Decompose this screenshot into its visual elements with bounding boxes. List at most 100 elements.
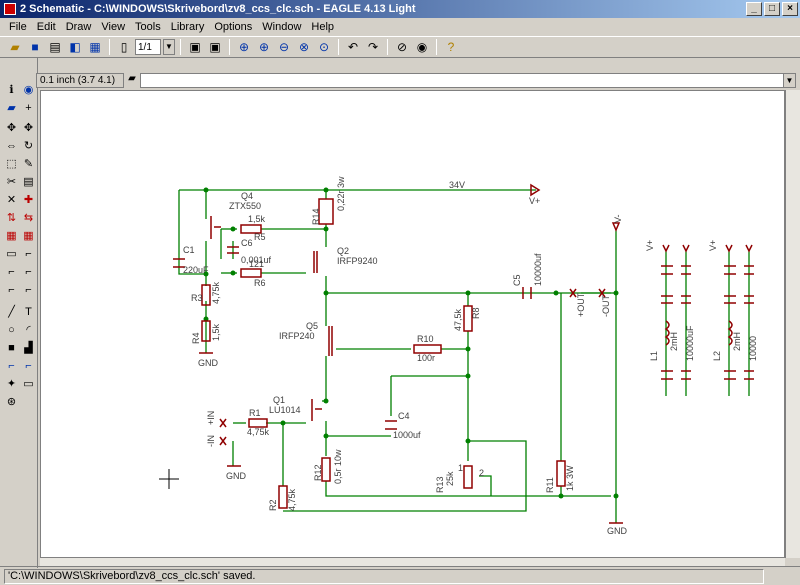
name-icon[interactable]: ▦	[23, 230, 34, 242]
add-icon[interactable]: ✚	[23, 194, 34, 206]
label-icon[interactable]: ▭	[23, 378, 34, 390]
vplus-l1: V+	[645, 240, 655, 251]
r5-value: 1,5k	[248, 214, 266, 224]
menu-bar: File Edit Draw View Tools Library Option…	[0, 18, 800, 36]
toolbar-separator	[387, 39, 388, 55]
mirror-icon[interactable]: ⇔	[6, 139, 17, 152]
maximize-button[interactable]: □	[764, 2, 780, 16]
net-icon[interactable]: ⌐	[25, 359, 32, 372]
r1-label: R1	[249, 408, 261, 418]
zoom-select-icon[interactable]: ⊙	[318, 40, 330, 54]
delete-icon[interactable]: ✕	[6, 194, 17, 206]
menu-draw[interactable]: Draw	[65, 21, 92, 33]
l1-value: 2mH	[669, 332, 679, 351]
toolbar-separator	[109, 39, 110, 55]
zoom-out-icon[interactable]: ⊖	[278, 40, 290, 54]
c4-value: 1000uf	[393, 430, 421, 440]
junction-icon[interactable]: ✦	[6, 378, 17, 390]
board-icon[interactable]: ▦	[89, 40, 101, 54]
vplus-l2: V+	[708, 240, 718, 251]
r14-value: 0,22r 3w	[336, 176, 346, 211]
command-input[interactable]	[140, 73, 796, 88]
menu-library[interactable]: Library	[170, 21, 205, 33]
polygon-icon[interactable]: ▟	[24, 342, 33, 354]
bus-icon[interactable]: ⌐	[8, 359, 15, 372]
change-icon[interactable]: ✎	[23, 158, 34, 170]
erc-icon[interactable]: ⊛	[6, 396, 17, 408]
r3-value: 4,75k	[211, 281, 221, 304]
app-icon	[4, 3, 16, 15]
toolbar-separator	[180, 39, 181, 55]
vminus-label: V-	[613, 214, 623, 223]
minimize-button[interactable]: _	[746, 2, 762, 16]
c6-value: 0,001uf	[241, 255, 272, 265]
menu-file[interactable]: File	[9, 21, 27, 33]
help-icon[interactable]: ?	[447, 40, 455, 54]
save-icon[interactable]: ■	[31, 40, 39, 54]
cam-icon[interactable]: ◧	[69, 40, 81, 54]
sheet-select[interactable]: 1/1	[135, 39, 161, 55]
wire-icon[interactable]: ╱	[8, 306, 15, 318]
show-icon[interactable]: ◉	[23, 84, 34, 96]
rect-icon[interactable]: ■	[8, 341, 15, 354]
menu-window[interactable]: Window	[262, 21, 302, 33]
script-icon[interactable]: ▣	[189, 40, 201, 54]
optimize-icon[interactable]: ⌐	[25, 283, 32, 296]
menu-edit[interactable]: Edit	[36, 21, 56, 33]
zoom-redraw-icon[interactable]: ⊗	[298, 40, 310, 54]
move-icon[interactable]: ✥	[6, 122, 17, 134]
r13-label: R13	[435, 476, 445, 493]
menu-view[interactable]: View	[101, 21, 126, 33]
pinswap-icon[interactable]: ⇅	[6, 212, 17, 224]
cut-icon[interactable]: ✂	[6, 176, 17, 188]
r13-pin2: 2	[479, 468, 484, 478]
gateswap-icon[interactable]: ⇆	[23, 212, 34, 224]
paste-icon[interactable]: ▤	[23, 176, 34, 188]
mark-icon[interactable]: +	[25, 101, 32, 114]
invoke-icon[interactable]: ⌐	[8, 283, 15, 296]
tool-palette: ℹ ◉ ▰ + ✥ ✥ ⇔ ↻ ⬚ ✎ ✂ ▤ ✕ ✚ ⇅ ⇆ ▦ ▦ ▭ ⌐ ⌐ ⌐ ⌐ ⌐ ╱ T ○…	[2, 58, 38, 568]
vplus-label: V+	[529, 196, 540, 206]
vertical-scrollbar[interactable]	[785, 90, 800, 558]
r3-label: R3	[191, 293, 203, 303]
rotate-icon[interactable]: ↻	[23, 140, 34, 152]
smash-icon[interactable]: ⌐	[25, 247, 32, 260]
close-button[interactable]: ×	[782, 2, 798, 16]
miter-icon[interactable]: ⌐	[25, 265, 32, 278]
ulp-icon[interactable]: ▣	[209, 40, 221, 54]
zoom-in-icon[interactable]: ⊕	[258, 40, 270, 54]
sheet-icon[interactable]: ▯	[120, 40, 128, 54]
r2-value: 4,75k	[287, 488, 297, 511]
open-icon[interactable]: ▰	[10, 40, 20, 54]
schematic-canvas[interactable]: 34V V+ V- Q4 ZTX550 1,5k R5 R14 0,22r 3w…	[40, 90, 785, 558]
undo-icon[interactable]: ↶	[347, 40, 359, 54]
copy-icon[interactable]: ✥	[23, 122, 34, 134]
r4-value: 1,5k	[211, 323, 221, 341]
value-icon[interactable]: ▭	[6, 248, 17, 260]
l2-value: 2mH	[732, 332, 742, 351]
replace-icon[interactable]: ▦	[6, 230, 17, 242]
chevron-down-icon[interactable]: ▼	[783, 73, 796, 88]
group-icon[interactable]: ⬚	[6, 158, 17, 170]
chevron-down-icon[interactable]: ▼	[163, 39, 175, 55]
circle-icon[interactable]: ○	[8, 323, 15, 336]
info-icon[interactable]: ℹ	[9, 84, 14, 96]
out-minus-label: -OUT	[601, 295, 611, 317]
menu-help[interactable]: Help	[311, 21, 335, 33]
gnd-label-in: GND	[226, 471, 247, 481]
go-icon[interactable]: ◉	[416, 40, 428, 54]
in-plus-label: +IN	[206, 411, 216, 425]
menu-tools[interactable]: Tools	[135, 21, 161, 33]
text-icon[interactable]: T	[25, 305, 32, 318]
stop-icon[interactable]: ⊘	[396, 40, 408, 54]
arc-icon[interactable]: ◜	[26, 324, 31, 336]
print-icon[interactable]: ▤	[49, 40, 61, 54]
display-icon[interactable]: ▰	[7, 102, 16, 114]
horizontal-scrollbar[interactable]	[40, 558, 785, 566]
menu-options[interactable]: Options	[214, 21, 253, 33]
redo-icon[interactable]: ↷	[367, 40, 379, 54]
l2-label: L2	[712, 351, 722, 361]
zoom-fit-icon[interactable]: ⊕	[238, 40, 250, 54]
l1-label: L1	[649, 351, 659, 361]
split-icon[interactable]: ⌐	[8, 265, 15, 278]
